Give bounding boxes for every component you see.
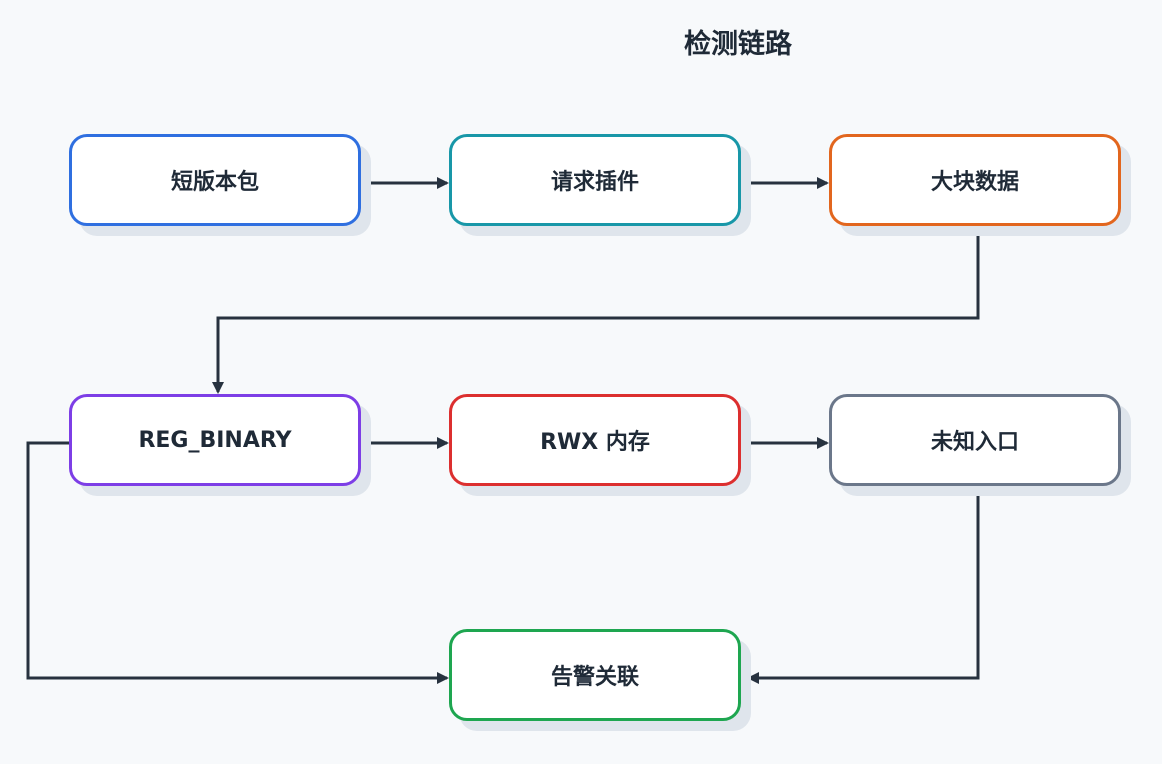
node-label: RWX 内存 [540, 430, 650, 455]
diagram-title: 检测链路 [684, 29, 792, 60]
node-n4[interactable]: REG_BINARY [69, 394, 361, 486]
edge-n3-n4 [212, 232, 980, 394]
node-label: 短版本包 [170, 170, 259, 195]
node-n1[interactable]: 短版本包 [69, 134, 361, 226]
node-label: 大块数据 [930, 170, 1019, 195]
node-n6[interactable]: 未知入口 [829, 394, 1121, 486]
edge-n6-n7 [747, 492, 980, 684]
node-n7[interactable]: 告警关联 [449, 629, 741, 721]
node-n5[interactable]: RWX 内存 [449, 394, 741, 486]
edge-n4-n7 [26, 441, 449, 684]
node-label: 请求插件 [550, 170, 639, 195]
node-label: 告警关联 [550, 665, 639, 690]
node-n2[interactable]: 请求插件 [449, 134, 741, 226]
node-label: 未知入口 [930, 430, 1019, 455]
node-label: REG_BINARY [138, 427, 292, 453]
node-n3[interactable]: 大块数据 [829, 134, 1121, 226]
